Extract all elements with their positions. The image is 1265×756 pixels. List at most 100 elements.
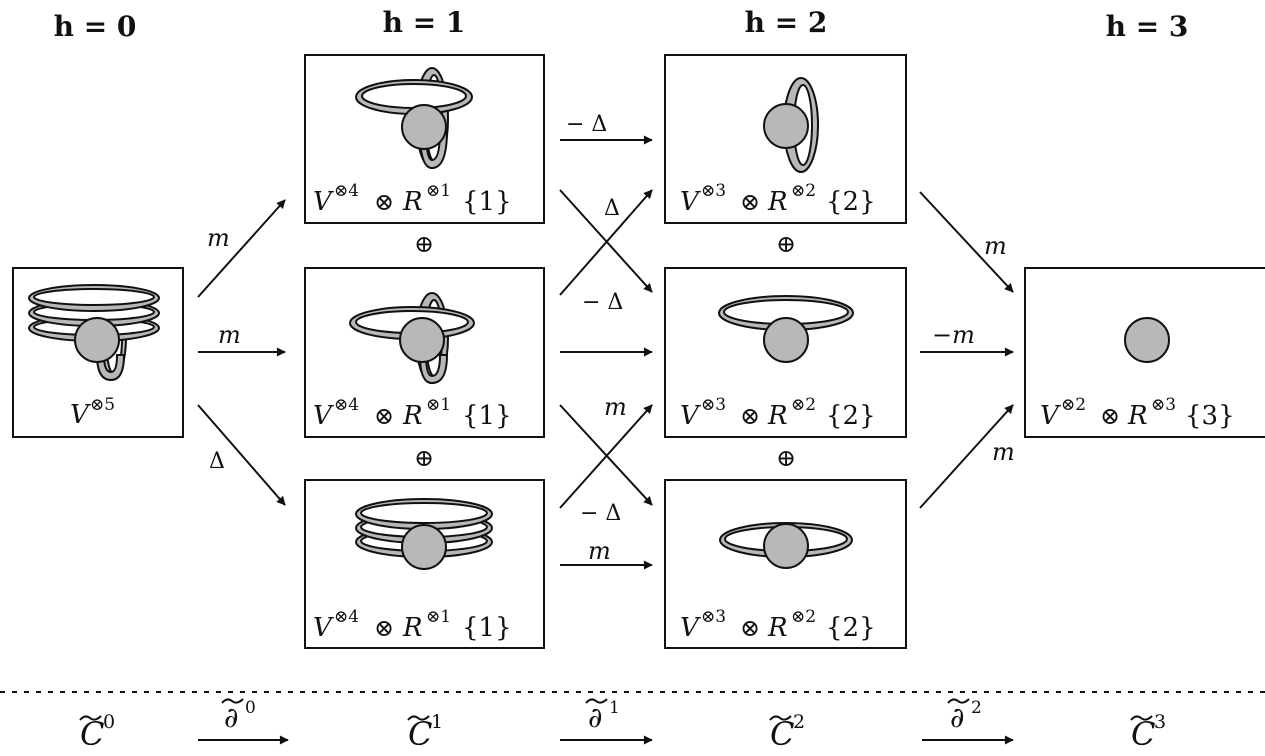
complex-C1: C 1 bbox=[407, 711, 443, 753]
svg-text:C: C bbox=[408, 715, 432, 753]
map-label-m: m bbox=[207, 224, 230, 252]
state-h1-middle: V ⊗4 ⊗ R ⊗1 {1} bbox=[304, 267, 545, 438]
map-label-neg-delta: − Δ bbox=[580, 501, 621, 526]
surface-figure bbox=[719, 522, 853, 569]
svg-text:V: V bbox=[680, 401, 701, 431]
state-label: V ⊗4 ⊗ R ⊗1 {1} bbox=[313, 607, 512, 643]
svg-text:⊗4: ⊗4 bbox=[334, 395, 359, 415]
svg-text:R: R bbox=[767, 401, 788, 431]
arrow-h0-to-h1-bottom bbox=[197, 404, 286, 506]
svg-text:{2}: {2} bbox=[826, 187, 876, 217]
svg-text:R: R bbox=[402, 401, 423, 431]
svg-text:{2}: {2} bbox=[826, 401, 876, 431]
svg-text:∂: ∂ bbox=[950, 701, 964, 734]
arrow-h1bottom-to-h2middle bbox=[559, 404, 653, 509]
complex-d1-arrow: ∂ 1 bbox=[560, 698, 653, 745]
svg-text:∂: ∂ bbox=[588, 701, 602, 734]
header-h3: h = 3 bbox=[1106, 10, 1189, 43]
svg-text:R: R bbox=[1127, 401, 1148, 431]
complex-C0: C ⊕ 0 bbox=[79, 711, 115, 753]
state-h1-bottom: V ⊗4 ⊗ R ⊗1 {1} bbox=[304, 479, 545, 649]
svg-text:⊗3: ⊗3 bbox=[701, 181, 726, 201]
svg-text:C: C bbox=[770, 715, 794, 753]
map-label-m: m bbox=[218, 321, 241, 349]
svg-text:{2}: {2} bbox=[826, 613, 876, 643]
map-label-m: m bbox=[588, 537, 611, 565]
map-label-neg-m: −m bbox=[932, 321, 975, 349]
svg-text:3: 3 bbox=[1154, 711, 1166, 733]
svg-text:R: R bbox=[402, 187, 423, 217]
svg-text:⊗4: ⊗4 bbox=[334, 181, 359, 201]
svg-text:⊗3: ⊗3 bbox=[701, 395, 726, 415]
direct-sum-symbol: ⊕ bbox=[414, 230, 434, 258]
svg-text:C: C bbox=[1131, 715, 1155, 753]
svg-text:0: 0 bbox=[103, 711, 115, 733]
svg-text:R: R bbox=[402, 613, 423, 643]
surface-figure bbox=[355, 498, 493, 570]
svg-text:⊗2: ⊗2 bbox=[791, 607, 816, 627]
svg-text:{1}: {1} bbox=[462, 613, 512, 643]
svg-text:1: 1 bbox=[431, 711, 443, 733]
map-label-delta: Δ bbox=[604, 196, 620, 221]
state-h2-middle: V ⊗3 ⊗ R ⊗2 {2} bbox=[664, 267, 907, 438]
svg-text:V: V bbox=[70, 400, 91, 430]
svg-text:⊗: ⊗ bbox=[740, 402, 760, 430]
header-h2: h = 2 bbox=[745, 6, 828, 39]
state-label: V ⊗3 ⊗ R ⊗2 {2} bbox=[680, 395, 876, 431]
direct-sum-symbol: ⊕ bbox=[414, 444, 434, 472]
svg-text:0: 0 bbox=[245, 698, 256, 718]
svg-text:{1}: {1} bbox=[462, 187, 512, 217]
svg-text:V: V bbox=[680, 187, 701, 217]
svg-text:V: V bbox=[313, 613, 334, 643]
svg-text:{3}: {3} bbox=[1185, 401, 1235, 431]
svg-text:V: V bbox=[313, 187, 334, 217]
complex-C2: C 2 bbox=[769, 711, 805, 753]
svg-text:V: V bbox=[313, 401, 334, 431]
header-h0: h = 0 bbox=[54, 10, 137, 43]
complex-C3: C 3 bbox=[1130, 711, 1166, 753]
svg-text:R: R bbox=[767, 187, 788, 217]
direct-sum-symbol: ⊕ bbox=[776, 230, 796, 258]
surface-figure bbox=[763, 77, 819, 173]
svg-text:⊗2: ⊗2 bbox=[1061, 395, 1086, 415]
svg-text:V: V bbox=[680, 613, 701, 643]
map-label-neg-delta: − Δ bbox=[566, 112, 607, 137]
state-h2-top: V ⊗3 ⊗ R ⊗2 {2} bbox=[664, 54, 907, 224]
state-label: V ⊗4 ⊗ R ⊗1 {1} bbox=[313, 181, 512, 217]
map-label-delta: Δ bbox=[209, 449, 225, 474]
state-label: V ⊗2 ⊗ R ⊗3 {3} bbox=[1040, 395, 1235, 431]
svg-text:⊗: ⊗ bbox=[374, 402, 394, 430]
complex-d0-arrow: ∂ 0 bbox=[198, 698, 289, 745]
state-h0: V ⊗5 bbox=[12, 267, 184, 438]
svg-text:∂: ∂ bbox=[224, 701, 238, 734]
svg-text:V: V bbox=[1040, 401, 1061, 431]
svg-text:⊗: ⊗ bbox=[374, 188, 394, 216]
arrow-h2top-to-h3 bbox=[919, 191, 1014, 293]
map-label-m: m bbox=[604, 393, 627, 421]
svg-text:{1}: {1} bbox=[462, 401, 512, 431]
svg-text:⊗: ⊗ bbox=[740, 188, 760, 216]
surface-figure bbox=[355, 67, 473, 170]
state-label: V ⊗3 ⊗ R ⊗2 {2} bbox=[680, 607, 876, 643]
surface-figure bbox=[28, 284, 160, 382]
complex-d2-arrow: ∂ 2 bbox=[922, 698, 1014, 745]
surface-figure bbox=[1124, 317, 1170, 363]
svg-text:⊗3: ⊗3 bbox=[1151, 395, 1176, 415]
svg-text:⊗: ⊗ bbox=[374, 614, 394, 642]
state-label: V ⊗5 bbox=[70, 395, 115, 430]
svg-text:⊗1: ⊗1 bbox=[426, 181, 451, 201]
svg-text:⊗4: ⊗4 bbox=[334, 607, 359, 627]
arrow-h2bottom-to-h3 bbox=[919, 404, 1014, 509]
svg-text:⊗5: ⊗5 bbox=[90, 395, 115, 415]
map-label-neg-delta: − Δ bbox=[582, 290, 623, 315]
svg-text:⊗: ⊗ bbox=[1100, 402, 1120, 430]
svg-text:⊗: ⊗ bbox=[740, 614, 760, 642]
svg-text:R: R bbox=[767, 613, 788, 643]
svg-text:⊗2: ⊗2 bbox=[791, 395, 816, 415]
svg-text:⊗1: ⊗1 bbox=[426, 395, 451, 415]
svg-text:1: 1 bbox=[609, 698, 620, 718]
svg-text:⊗1: ⊗1 bbox=[426, 607, 451, 627]
map-label-m: m bbox=[992, 438, 1015, 466]
arrow-h1middle-to-h2top bbox=[559, 189, 653, 296]
